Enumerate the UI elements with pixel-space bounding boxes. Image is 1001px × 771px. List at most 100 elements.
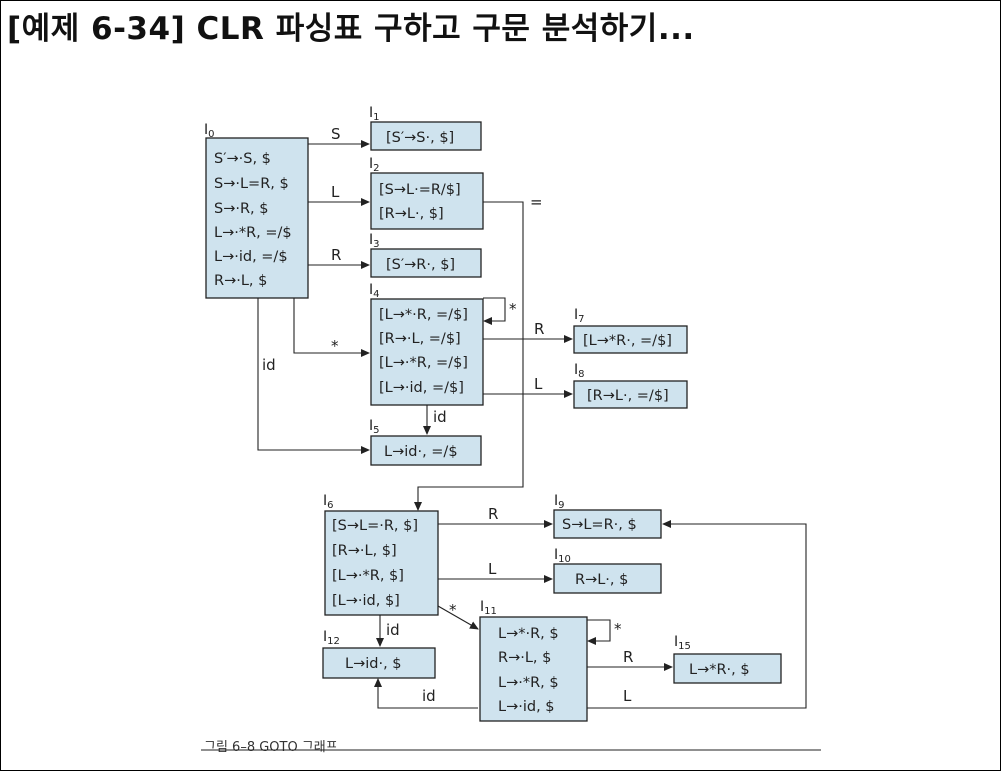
state-item: S′→·S, $ (214, 151, 271, 167)
edge-label-i4-self: * (509, 300, 517, 318)
edge-label-i0-i4: * (331, 337, 339, 355)
state-label-i0: I0 (204, 122, 215, 140)
edge-label-i6-i9: R (488, 505, 498, 523)
edge-label-i11-i12: id (422, 687, 436, 705)
edge-label-i0-i3: R (331, 246, 341, 264)
state-item: [L→·id, =/$] (379, 380, 464, 396)
state-box-i1 (370, 121, 482, 151)
edges: S L R * id = * R L i (257, 125, 807, 709)
state-item: [S′→S·, $] (386, 130, 454, 146)
edge-label-i11-self: * (614, 620, 622, 638)
state-box-i9 (553, 509, 662, 539)
state-item: L→id·, =/$ (384, 444, 458, 460)
state-item: [R→·L, =/$] (379, 331, 461, 347)
state-box-i11 (479, 616, 588, 722)
state-box-i8 (573, 380, 688, 409)
edge-label-i0-i2: L (331, 183, 340, 201)
state-i10: I10 R→L·, $ (553, 547, 662, 594)
state-item: L→·id, =/$ (214, 249, 288, 265)
state-i12: I12 L→id·, $ (322, 629, 436, 679)
state-item: L→·*R, $ (498, 675, 559, 691)
state-label-i3: I3 (369, 232, 380, 250)
edge-label-i11-i9: L (623, 687, 632, 705)
figure-caption: 그림 6–8 GOTO 그래프 (204, 740, 338, 755)
state-item: [S→L·=R/$] (379, 182, 461, 198)
state-i7: I7 [L→*R·, =/$] (573, 307, 688, 354)
state-i4: I4 [L→*·R, =/$] [R→·L, =/$] [L→·*R, =/$]… (369, 282, 484, 406)
state-label-i15: I15 (674, 634, 691, 652)
state-label-i10: I10 (554, 547, 571, 565)
state-item: L→*·R, $ (498, 626, 559, 642)
state-item: [S′→R·, $] (386, 257, 455, 273)
state-item: [R→L·, =/$] (587, 388, 669, 404)
state-item: [R→·L, $] (332, 543, 397, 559)
state-item: [R→L·, $] (379, 206, 444, 222)
state-box-i3 (370, 248, 482, 278)
edge-label-i6-i12: id (386, 621, 400, 639)
state-i11: I11 L→*·R, $ R→·L, $ L→·*R, $ L→·id, $ (479, 599, 588, 722)
state-item: L→*R·, $ (689, 662, 750, 678)
state-box-i12 (322, 647, 436, 679)
state-i8: I8 [R→L·, =/$] (573, 362, 688, 409)
state-item: [L→*·R, =/$] (379, 307, 468, 323)
state-item: S→·L=R, $ (214, 176, 289, 192)
state-label-i7: I7 (574, 307, 585, 325)
edge-i11-self (587, 619, 611, 645)
edge-i0-i5 (257, 298, 370, 454)
state-label-i9: I9 (554, 493, 565, 511)
page-title: [예제 6-34] CLR 파싱표 구하고 구문 분석하기... (7, 11, 695, 47)
state-box-i2 (370, 172, 484, 230)
edge-label-i2-i6: = (530, 193, 543, 211)
state-i15: I15 L→*R·, $ (673, 634, 782, 684)
state-item: L→id·, $ (345, 656, 402, 672)
state-box-i7 (573, 325, 688, 354)
edge-i0-i4 (293, 298, 370, 357)
edge-label-i0-i1: S (331, 125, 341, 143)
state-label-i2: I2 (369, 156, 380, 174)
edge-label-i6-i10: L (488, 560, 497, 578)
state-item: R→·L, $ (214, 273, 267, 289)
state-box-i15 (673, 653, 782, 684)
state-label-i4: I4 (369, 282, 380, 300)
state-item: S→·R, $ (214, 201, 268, 217)
state-label-i8: I8 (574, 362, 585, 380)
state-i2: I2 [S→L·=R/$] [R→L·, $] (369, 156, 484, 230)
edge-i4-self (483, 297, 506, 325)
state-item: R→L·, $ (575, 572, 628, 588)
edge-label-i4-i5: id (433, 408, 447, 426)
edge-i11-i12 (374, 678, 478, 709)
state-i0: I0 S′→·S, $ S→·L=R, $ S→·R, $ L→·*R, =/$… (204, 122, 309, 299)
state-box-i6 (324, 510, 439, 616)
state-item: [L→·*R, $] (332, 568, 404, 584)
state-box-i10 (553, 563, 662, 594)
edge-label-i4-i7: R (534, 320, 544, 338)
edge-label-i4-i8: L (534, 375, 543, 393)
state-label-i11: I11 (480, 599, 497, 617)
edge-label-i0-i5: id (262, 356, 276, 374)
state-item: [S→L=·R, $] (332, 518, 418, 534)
state-item: L→·id, $ (498, 699, 555, 715)
state-box-i0 (205, 137, 309, 299)
state-box-i5 (370, 435, 482, 466)
edge-i11-i9 (587, 520, 807, 709)
state-i1: I1 [S′→S·, $] (369, 105, 482, 151)
state-i9: I9 S→L=R·, $ (553, 493, 662, 539)
state-item: R→·L, $ (498, 650, 551, 666)
edge-label-i6-i11: * (449, 601, 457, 619)
state-item: S→L=R·, $ (562, 517, 637, 533)
state-item: [L→*R·, =/$] (583, 333, 672, 349)
state-item: L→·*R, =/$ (214, 225, 292, 241)
state-box-i4 (370, 298, 484, 406)
state-i6: I6 [S→L=·R, $] [R→·L, $] [L→·*R, $] [L→·… (323, 493, 439, 616)
edge-i2-i6 (414, 201, 524, 511)
state-label-i1: I1 (369, 105, 380, 123)
edge-label-i11-i15: R (623, 648, 633, 666)
state-item: [L→·*R, =/$] (379, 355, 468, 371)
state-item: [L→·id, $] (332, 593, 400, 609)
state-i3: I3 [S′→R·, $] (369, 232, 482, 278)
state-label-i5: I5 (369, 418, 380, 436)
state-i5: I5 L→id·, =/$ (369, 418, 482, 466)
state-label-i12: I12 (323, 629, 340, 647)
